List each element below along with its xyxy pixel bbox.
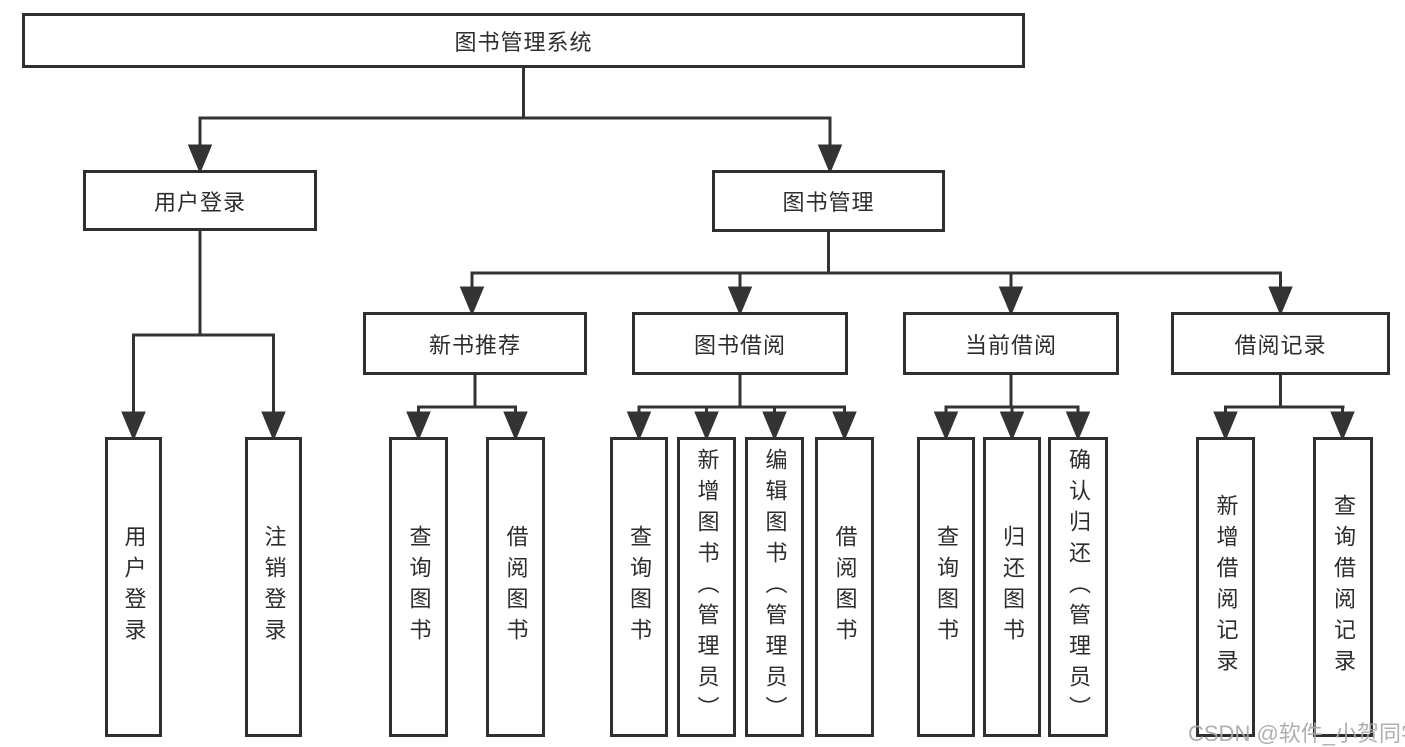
arrowhead-icon (998, 286, 1024, 316)
node-library-system: 图书管理系统 (22, 13, 1025, 68)
leaf-add-book-admin: 新增图书（管理员） (677, 437, 736, 737)
connector-bookmgmt-to-level3 (459, 232, 1293, 316)
node-user-login: 用户登录 (83, 170, 317, 231)
leaf-borrow-books-borrowing: 借阅图书 (815, 437, 874, 737)
node-book-management: 图书管理 (712, 170, 945, 232)
arrowhead-icon (999, 411, 1025, 441)
arrowhead-icon (187, 144, 213, 174)
arrowhead-icon (933, 411, 959, 441)
node-new-book-recommend: 新书推荐 (363, 312, 587, 375)
arrowhead-icon (626, 411, 652, 441)
node-current-borrowing: 当前借阅 (903, 312, 1119, 375)
connector-newbook-to-leaves (406, 375, 528, 441)
node-book-borrowing: 图书借阅 (632, 312, 848, 375)
leaf-confirm-return-admin: 确认归还（管理员） (1048, 437, 1108, 737)
arrowhead-icon (1330, 411, 1355, 441)
leaf-edit-book-admin: 编辑图书（管理员） (745, 437, 804, 737)
arrowhead-icon (1213, 411, 1238, 441)
connector-records-to-leaves (1213, 375, 1355, 441)
leaf-return-books: 归还图书 (983, 437, 1041, 737)
leaf-borrow-books-recommend: 借阅图书 (486, 437, 545, 737)
arrowhead-icon (459, 286, 485, 316)
leaf-query-books-borrowing: 查询图书 (610, 437, 668, 737)
arrowhead-icon (762, 411, 787, 441)
node-borrow-records: 借阅记录 (1171, 312, 1390, 375)
arrowhead-icon (261, 411, 286, 441)
arrowhead-icon (817, 144, 843, 174)
leaf-query-borrow-record: 查询借阅记录 (1313, 437, 1373, 737)
leaf-add-borrow-record: 新增借阅记录 (1196, 437, 1255, 737)
connector-current-to-leaves (933, 375, 1091, 441)
connector-userlogin-to-leaves (121, 231, 286, 441)
arrowhead-icon (406, 411, 431, 441)
arrowhead-icon (832, 411, 857, 441)
arrowhead-icon (694, 411, 719, 441)
arrowhead-icon (1268, 286, 1293, 316)
leaf-logout: 注销登录 (245, 437, 302, 737)
connector-root-to-level2 (187, 68, 843, 174)
connector-borrowing-to-leaves (626, 375, 857, 441)
arrowhead-icon (121, 411, 146, 441)
arrowhead-icon (503, 411, 528, 441)
leaf-user-login: 用户登录 (105, 437, 162, 737)
arrowhead-icon (727, 286, 753, 316)
arrowhead-icon (1065, 411, 1091, 441)
leaf-query-books-current: 查询图书 (917, 437, 975, 737)
leaf-query-books-recommend: 查询图书 (389, 437, 448, 737)
watermark: CSDN @软件_小贺同学 (1188, 721, 1405, 746)
